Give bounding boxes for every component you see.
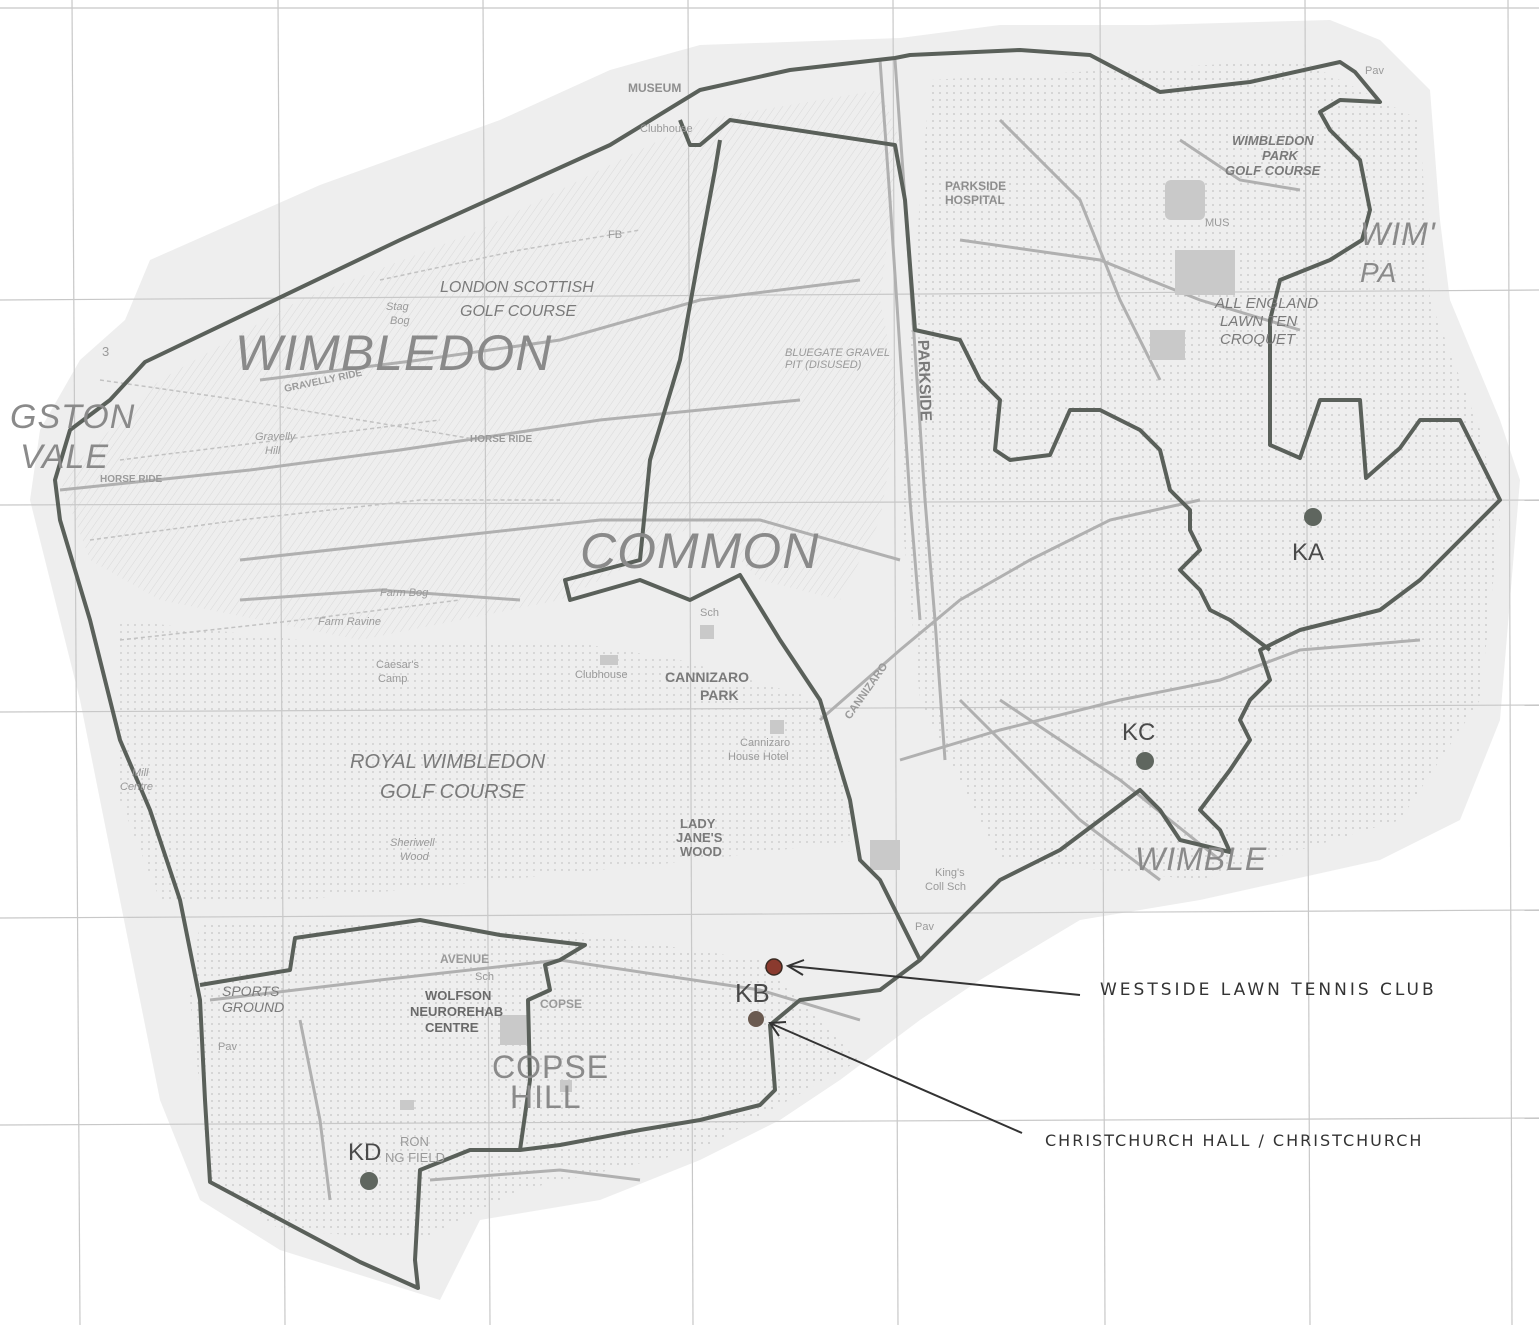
label-lawn-ten: LAWN TEN: [1220, 313, 1297, 330]
label-pa: PA: [1360, 257, 1397, 288]
district-ka[interactable]: KA: [1292, 508, 1324, 566]
label-hill-small: Hill: [265, 445, 281, 457]
arrow-westside-line: [789, 965, 1081, 996]
label-parkside-hospital: PARKSIDE: [945, 179, 1006, 193]
arrow-christchurch-head: [768, 1021, 787, 1037]
label-wood: WOOD: [680, 844, 722, 859]
label-kingston: GSTON: [10, 398, 135, 436]
label-sheriwell-wood: Wood: [400, 851, 430, 863]
label-janes: JANE'S: [676, 830, 723, 845]
label-copse: COPSE: [492, 1049, 609, 1085]
label-mill: Mill: [132, 767, 149, 779]
label-wim: WIM': [1360, 216, 1437, 252]
label-three: 3: [102, 344, 109, 359]
label-park: PARK: [1262, 148, 1299, 163]
label-cannizaro-park: PARK: [700, 687, 739, 703]
label-fb: FB: [608, 229, 622, 241]
label-house-hotel: House Hotel: [728, 751, 789, 763]
label-gravelly: Gravelly: [255, 431, 297, 443]
label-caesars: Caesar's: [376, 659, 420, 671]
district-kc[interactable]: KC: [1122, 719, 1155, 770]
ward-boundary: [53, 48, 1502, 1290]
label-farm-ravine: Farm Ravine: [318, 616, 381, 628]
label-neurorehab: NEUROREHAB: [410, 1004, 503, 1019]
label-royal-wimbledon: ROYAL WIMBLEDON: [350, 751, 546, 773]
label-sheriwell: Sheriwell: [390, 837, 435, 849]
map-minor-roads: [89, 229, 641, 641]
label-wimble: WIMBLE: [1135, 841, 1267, 877]
district-code-ka: KA: [1292, 539, 1324, 566]
label-wimbledon-park: WIMBLEDON: [1232, 133, 1314, 148]
label-pit-disused: PIT (DISUSED): [785, 359, 862, 371]
label-clubhouse-2: Clubhouse: [575, 669, 628, 681]
label-common: COMMON: [580, 523, 819, 579]
label-mill-centre: Centre: [120, 781, 153, 793]
label-pav-1: Pav: [218, 1041, 237, 1053]
label-pav-2: Pav: [1365, 65, 1384, 77]
map-background: [30, 20, 1520, 1300]
label-ground: GROUND: [222, 999, 284, 1015]
district-marker-kb: [748, 1011, 764, 1027]
district-boundaries: [199, 118, 1272, 1151]
label-stag: Stag: [386, 301, 410, 313]
label-london-scottish: LONDON SCOTTISH: [440, 279, 594, 296]
polling-districts: KA KB KC KD: [348, 508, 1324, 1190]
district-marker-ka: [1304, 508, 1322, 526]
label-ron: RON: [400, 1134, 429, 1149]
annotation-christchurch: CHRISTCHURCH HALL / CHRISTCHURCH: [1045, 1131, 1423, 1150]
label-museum: MUSEUM: [628, 81, 681, 95]
label-kings: King's: [935, 867, 965, 879]
district-code-kc: KC: [1122, 719, 1155, 746]
arrow-christchurch-line: [771, 1023, 1023, 1134]
label-centre: CENTRE: [425, 1020, 479, 1035]
annotation-westside: WESTSIDE LAWN TENNIS CLUB: [1100, 980, 1437, 1000]
westside-tennis-marker[interactable]: [765, 958, 783, 976]
label-bluegate: BLUEGATE GRAVEL: [785, 347, 890, 359]
label-copse-road: COPSE: [540, 997, 582, 1011]
label-all-england: ALL ENGLAND: [1214, 295, 1318, 312]
label-wimbledon: WIMBLEDON: [235, 325, 552, 381]
label-horse-ride-2: HORSE RIDE: [470, 434, 533, 445]
label-coll-sch: Coll Sch: [925, 881, 966, 893]
label-mus: MUS: [1205, 217, 1229, 229]
label-lady: LADY: [680, 816, 716, 831]
label-clubhouse-1: Clubhouse: [640, 123, 693, 135]
district-marker-kd: [360, 1172, 378, 1190]
label-ng-field: NG FIELD: [385, 1150, 445, 1165]
district-code-kd: KD: [348, 1139, 381, 1166]
district-code-kb: KB: [735, 978, 770, 1008]
label-sch-2: Sch: [475, 971, 494, 983]
label-hill: HILL: [510, 1079, 582, 1115]
label-cannizaro-house: Cannizaro: [740, 737, 790, 749]
label-bog: Bog: [390, 315, 410, 327]
label-pav-3: Pav: [915, 921, 934, 933]
label-camp: Camp: [378, 673, 407, 685]
label-royal-golf-course: GOLF COURSE: [380, 781, 526, 803]
district-marker-kc: [1136, 752, 1154, 770]
label-farm-bog: Farm Bog: [380, 587, 429, 599]
map-roads: [59, 59, 1421, 1201]
label-sch-1: Sch: [700, 607, 719, 619]
label-cannizaro: CANNIZARO: [665, 669, 749, 685]
label-hospital: HOSPITAL: [945, 193, 1005, 207]
arrow-westside-head: [785, 959, 805, 976]
label-horse-ride-1: HORSE RIDE: [100, 474, 163, 485]
label-park-golf: GOLF COURSE: [1225, 163, 1321, 178]
label-parkside-road: PARKSIDE: [914, 340, 934, 422]
label-avenue: AVENUE: [440, 952, 489, 966]
label-vale: VALE: [20, 438, 109, 476]
label-croquet: CROQUET: [1220, 331, 1297, 348]
label-wolfson: WOLFSON: [425, 988, 491, 1003]
map-buildings: [400, 180, 1235, 1110]
district-kd[interactable]: KD: [348, 1139, 381, 1190]
label-sports: SPORTS: [222, 983, 280, 999]
label-london-scottish-golf: GOLF COURSE: [460, 303, 577, 320]
annotations: WESTSIDE LAWN TENNIS CLUB CHRISTCHURCH H…: [768, 959, 1437, 1150]
district-kb[interactable]: KB: [735, 978, 770, 1027]
